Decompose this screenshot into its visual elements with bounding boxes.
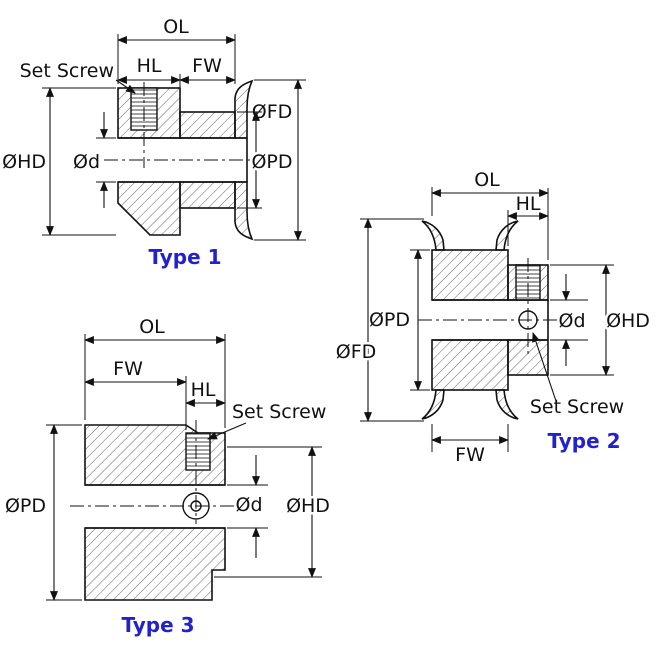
type2-fw-label: FW [455,444,485,466]
type2-flange-top-right [495,220,519,251]
type1-body-upper-section [179,111,236,139]
type3-fw-label: FW [113,358,143,380]
type3-set-screw-label: Set Screw [232,401,326,423]
type2-ol-label: OL [474,169,500,191]
type1-hd-label: ØHD [2,151,46,173]
type1-set-screw-label: Set Screw [20,60,114,82]
type1-ol-label: OL [163,16,189,38]
type3-hd-label: ØHD [286,495,330,517]
type1-fw-label: FW [192,55,222,77]
type2-pd-label: ØPD [369,309,410,331]
type2-drawing: OL HL ØPD ØFD Ød ØHD Set Screw FW [333,167,652,469]
type2-fd-label: ØFD [336,341,377,363]
type1-bore-label: Ød [73,151,100,173]
type3-pd-label: ØPD [5,495,46,517]
type2-flange-top-left [421,220,445,251]
type3-ol-label: OL [139,316,165,338]
type2-bore-label: Ød [558,310,585,332]
type1-hl-label: HL [137,55,162,77]
type3-caption: Type 3 [121,613,194,637]
type2-flange-bottom-right [495,389,519,420]
type2-hd-label: ØHD [606,310,650,332]
type3-bore-label: Ød [235,494,262,516]
type2-hl-label: HL [516,193,541,215]
type2-body-lower-section [431,339,509,391]
type1-body-lower-section [179,181,236,209]
type1-caption: Type 1 [148,245,221,269]
type1-flange-top [234,79,254,139]
type3-body-lower-section [84,527,226,601]
type3-hl-label: HL [191,379,216,401]
type2-flange-bottom-left [421,389,445,420]
type2-set-screw-label: Set Screw [530,396,624,418]
type2-caption: Type 2 [547,429,620,453]
type1-flange-bottom [234,181,254,241]
type1-pd-label: ØPD [251,151,292,173]
type2-body-upper-section [431,249,509,301]
type3-drawing: OL FW HL Set Screw ØPD Ød ØHD Type 3 [2,314,332,640]
type1-hub-lower-section [117,181,181,236]
type1-drawing: OL HL FW Set Screw ØHD Ød ØFD ØPD Type 1 [0,14,306,272]
type3-set-screw [185,432,211,471]
